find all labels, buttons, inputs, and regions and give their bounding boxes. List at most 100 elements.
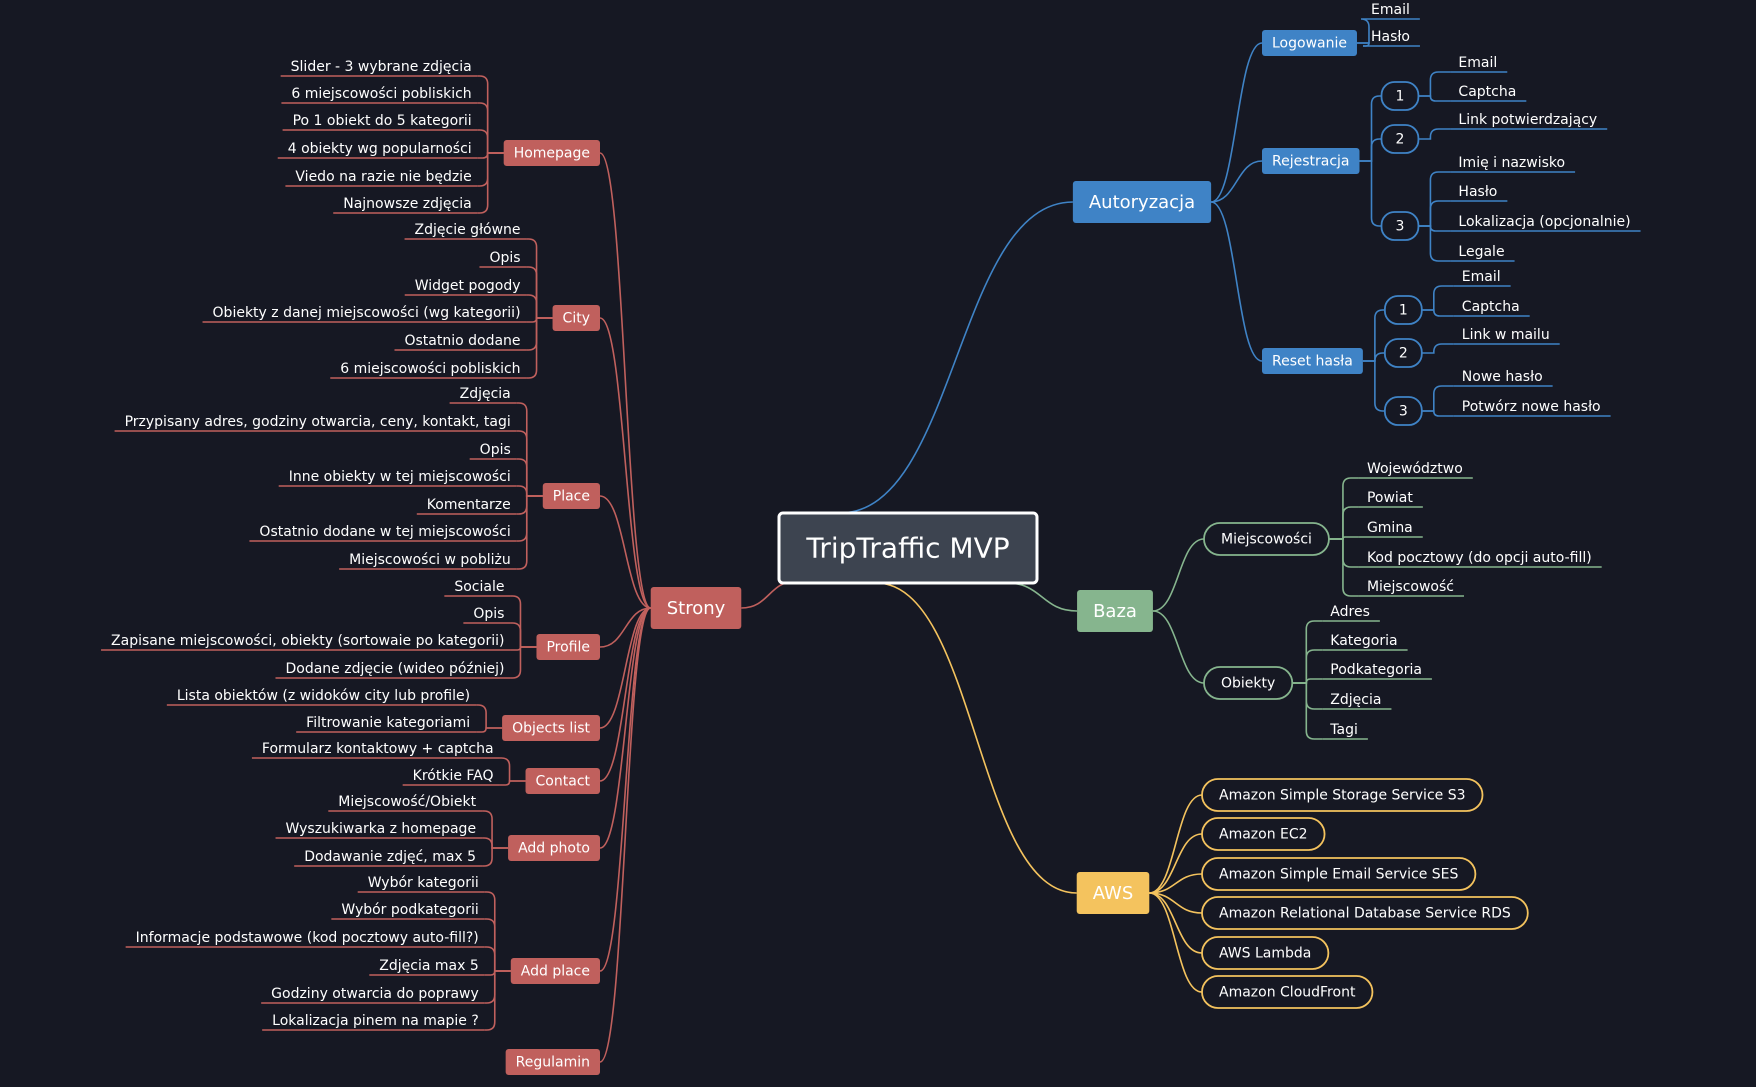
step-rejestracja-2-node[interactable]: [1380, 124, 1420, 154]
link-reset-hasla-1-leaf-0: [1421, 285, 1454, 311]
leaf-rejestracja-2-0: Link potwierdzający: [1458, 112, 1597, 128]
link-autoryzacja-logowanie: [1210, 42, 1263, 203]
leaf-rejestracja-3-0: Imię i nazwisko: [1458, 155, 1565, 171]
leaf-add-photo-2: Dodawanie zdjęć, max 5: [304, 849, 476, 865]
aws-service-2-label: Amazon Simple Email Service SES: [1219, 867, 1459, 883]
link-strony-add-place: [599, 607, 652, 972]
link-place-leaf-3: [516, 485, 543, 497]
aws-service-3-label: Amazon Relational Database Service RDS: [1219, 906, 1511, 922]
leaf-city-0: Zdjęcie główne: [415, 222, 521, 238]
group-reset-hasla-label: Reset hasła: [1272, 354, 1353, 370]
link-rejestracja-3-leaf-0: [1418, 171, 1451, 227]
leaf-profile-0: Sociale: [454, 579, 504, 595]
link-autoryzacja-reset-hasla: [1210, 201, 1263, 362]
group-profile-node[interactable]: [536, 634, 600, 660]
leaf-add-place-0: Wybór kategorii: [368, 875, 479, 891]
strony-node[interactable]: [650, 587, 742, 629]
link-baza-obiekty: [1152, 610, 1205, 684]
link-miejscowosci-leaf-0: [1328, 477, 1359, 540]
group-miejscowosci-node[interactable]: [1203, 522, 1330, 556]
root-node[interactable]: [777, 511, 1039, 585]
leaf-city-3: Obiekty z danej miejscowości (wg kategor…: [213, 305, 521, 321]
group-add-photo-node[interactable]: [508, 835, 600, 861]
link-contact-leaf-1: [499, 780, 526, 786]
group-place-node[interactable]: [542, 483, 600, 509]
leaf-rejestracja-3-1: Hasło: [1458, 184, 1497, 200]
group-regulamin-node[interactable]: [505, 1049, 600, 1075]
link-miejscowosci-leaf-4: [1328, 538, 1359, 597]
leaf-add-photo-1: Wyszukiwarka z homepage: [286, 821, 477, 837]
group-reset-hasla-node[interactable]: [1262, 348, 1363, 374]
leaf-city-5: 6 miejscowości pobliskich: [340, 361, 520, 377]
leaf-homepage-2: Po 1 obiekt do 5 kategorii: [293, 113, 472, 129]
link-profile-leaf-1: [510, 622, 537, 648]
aws-node[interactable]: [1076, 872, 1150, 914]
group-add-place-node[interactable]: [510, 958, 600, 984]
aws-service-4-node[interactable]: [1201, 936, 1330, 970]
group-logowanie-node[interactable]: [1262, 30, 1357, 56]
link-strony-profile: [599, 607, 651, 648]
link-place-leaf-0: [516, 402, 543, 497]
leaf-add-photo-0: Miejscowość/Obiekt: [338, 794, 476, 810]
baza-node[interactable]: [1077, 590, 1153, 632]
link-objects-list-leaf-0: [476, 704, 503, 729]
layer-underlines: [101, 18, 1641, 1031]
autoryzacja-node[interactable]: [1072, 181, 1212, 223]
link-root-autoryzacja: [839, 201, 1073, 514]
step-reset-hasla-3-node[interactable]: [1383, 396, 1423, 426]
link-rejestracja-1-leaf-1: [1418, 95, 1451, 102]
group-contact-node[interactable]: [525, 768, 600, 794]
step-rejestracja-3-node[interactable]: [1380, 211, 1420, 241]
aws-service-0-node[interactable]: [1201, 778, 1484, 812]
aws-service-3-node[interactable]: [1201, 896, 1529, 930]
link-strony-contact: [599, 607, 651, 782]
link-rejestracja-2-leaf-0: [1418, 128, 1451, 140]
link-reset-hasla-1-leaf-1: [1421, 309, 1454, 317]
group-logowanie-label: Logowanie: [1272, 36, 1347, 52]
aws-service-1-node[interactable]: [1201, 817, 1326, 851]
group-rejestracja-node[interactable]: [1262, 148, 1360, 174]
step-rejestracja-1-node[interactable]: [1380, 81, 1420, 111]
group-city-label: City: [563, 311, 590, 327]
leaf-homepage-3: 4 obiekty wg popularności: [288, 141, 472, 157]
link-contact-leaf-0: [499, 757, 526, 782]
link-obiekty-leaf-4: [1292, 682, 1323, 740]
leaf-rejestracja-3-3: Legale: [1458, 244, 1504, 260]
leaf-reset-hasla-2-0: Link w mailu: [1462, 327, 1550, 343]
leaf-obiekty-0: Adres: [1330, 604, 1370, 620]
link-reset-hasla-step-3: [1362, 360, 1385, 412]
step-reset-hasla-1-node[interactable]: [1383, 295, 1423, 325]
aws-service-5-node[interactable]: [1201, 975, 1374, 1009]
leaf-place-6: Miejscowości w pobliżu: [349, 552, 511, 568]
step-reset-hasla-2-node[interactable]: [1383, 338, 1423, 368]
group-city-node[interactable]: [552, 305, 600, 331]
leaf-profile-2: Zapisane miejscowości, obiekty (sortowai…: [111, 633, 504, 649]
leaf-place-3: Inne obiekty w tej miejscowości: [289, 469, 511, 485]
group-objects-list-node[interactable]: [502, 715, 600, 741]
link-homepage-leaf-5: [477, 152, 504, 214]
link-aws-5: [1149, 892, 1203, 993]
leaf-contact-0: Formularz kontaktowy + captcha: [262, 741, 494, 757]
group-rejestracja-label: Rejestracja: [1272, 154, 1350, 170]
group-miejscowosci-label: Miejscowości: [1221, 532, 1312, 548]
step-rejestracja-3-label: 3: [1396, 219, 1405, 235]
link-rejestracja-3-leaf-3: [1418, 225, 1451, 262]
autoryzacja-label: Autoryzacja: [1089, 192, 1195, 213]
link-strony-city: [599, 317, 652, 609]
leaf-city-4: Ostatnio dodane: [404, 333, 520, 349]
layer-nodes: [502, 30, 1529, 1075]
leaf-reset-hasla-3-0: Nowe hasło: [1462, 369, 1543, 385]
group-contact-label: Contact: [536, 774, 591, 790]
group-obiekty-node[interactable]: [1203, 666, 1294, 700]
aws-service-5-label: Amazon CloudFront: [1219, 985, 1356, 1001]
link-add-place-leaf-0: [484, 891, 511, 972]
link-reset-hasla-step-1: [1362, 309, 1385, 362]
group-objects-list-label: Objects list: [512, 721, 590, 737]
group-profile-label: Profile: [546, 640, 590, 656]
link-rejestracja-step-2: [1359, 138, 1382, 162]
group-homepage-node[interactable]: [503, 140, 600, 166]
aws-service-2-node[interactable]: [1201, 857, 1477, 891]
leaf-obiekty-3: Zdjęcia: [1330, 692, 1381, 708]
link-miejscowosci-leaf-3: [1328, 538, 1359, 568]
link-place-leaf-6: [516, 495, 543, 570]
